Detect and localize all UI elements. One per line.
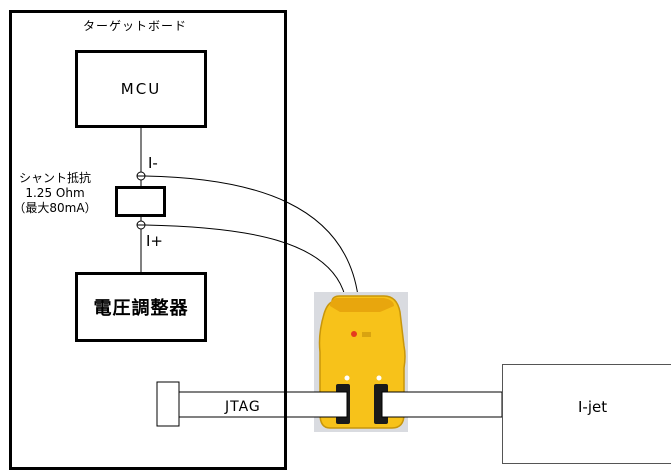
regulator-label: 電圧調整器 — [93, 298, 189, 319]
i-plus-label: I+ — [146, 232, 163, 250]
i-minus-lead — [144, 175, 359, 297]
i-minus-label: I- — [148, 154, 158, 172]
mcu-label: MCU — [120, 80, 162, 98]
shunt-label: シャント抵抗 1.25 Ohm （最大80mA） — [13, 171, 97, 215]
shunt-resistor — [115, 186, 166, 217]
diagram-drawing — [136, 128, 503, 432]
ijet-label: I-jet — [578, 398, 608, 416]
voltage-regulator-box: 電圧調整器 — [75, 272, 207, 342]
mcu-box: MCU — [75, 50, 207, 128]
i-plus-lead — [144, 224, 346, 297]
jtag-label: JTAG — [225, 399, 261, 415]
jtag-cable-left — [178, 391, 348, 418]
jtag-cable-right — [381, 391, 503, 418]
board-title: ターゲットボード — [83, 19, 188, 33]
ijet-box — [502, 364, 671, 464]
